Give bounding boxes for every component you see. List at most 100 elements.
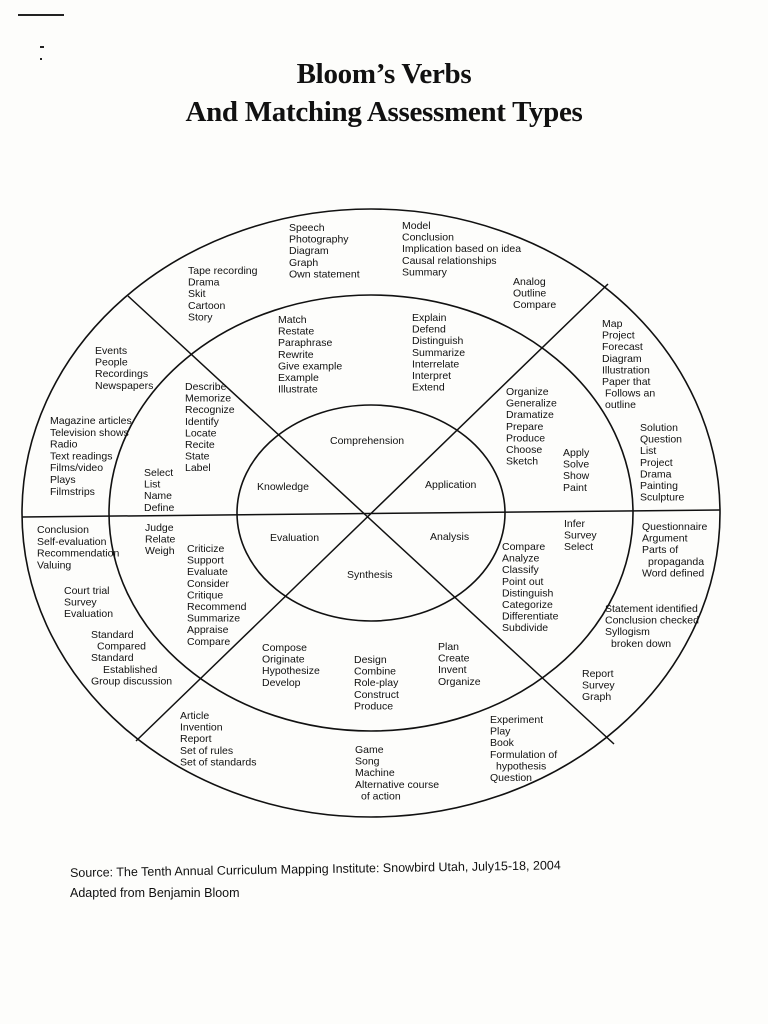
assess-left-e-item: Group discussion bbox=[91, 675, 172, 687]
assess-right-b-item: Question bbox=[640, 434, 682, 446]
assess-left-e-item: Standard bbox=[91, 629, 134, 641]
analysis-verbs-b-item: Distinguish bbox=[502, 587, 554, 599]
assess-left-a-item: Recordings bbox=[95, 368, 148, 380]
comprehension-verbs-a-item: Example bbox=[278, 372, 319, 384]
knowledge-verbs-a-item: Locate bbox=[185, 427, 217, 439]
comprehension-verbs-b-item: Interrelate bbox=[412, 358, 459, 370]
diagonal-divider-b bbox=[135, 283, 609, 742]
evaluation-verbs-a-item: Relate bbox=[145, 534, 176, 546]
application-verbs-b-item: Show bbox=[563, 470, 590, 482]
assess-top-a-item: Own statement bbox=[289, 268, 360, 280]
assess-bottom-c-item: hypothesis bbox=[496, 760, 546, 772]
analysis-verbs-a-item: Select bbox=[564, 541, 593, 553]
assess-right-e-item: Report bbox=[582, 668, 614, 680]
assess-bottom-b-item: Game bbox=[355, 744, 384, 756]
knowledge-verbs-a-item: Identify bbox=[185, 416, 220, 428]
assess-right-a-item: Diagram bbox=[602, 353, 642, 365]
synthesis-verbs-c-item: Create bbox=[438, 653, 470, 665]
assess-top-a-item: Graph bbox=[289, 257, 318, 269]
assess-right-a-item: outline bbox=[605, 399, 636, 411]
assess-left-d-item: Evaluation bbox=[64, 608, 113, 620]
analysis-verbs-b-item: Compare bbox=[502, 541, 545, 553]
knowledge-verbs-a-item: Recite bbox=[185, 439, 215, 451]
assess-bottom-c-item: Experiment bbox=[490, 714, 543, 726]
assess-top-d-item: Story bbox=[188, 311, 213, 323]
assess-top-d-item: Drama bbox=[188, 277, 220, 289]
assess-top-c-item: Analog bbox=[513, 276, 546, 288]
assess-right-a-item: Map bbox=[602, 318, 623, 330]
knowledge-verbs-a-item: Memorize bbox=[185, 393, 231, 405]
assess-right-b-item: Solution bbox=[640, 422, 678, 434]
assess-right-a-item: Illustration bbox=[602, 364, 650, 376]
evaluation-verbs-b-item: Recommend bbox=[187, 601, 247, 613]
evaluation-verbs-b-item: Compare bbox=[187, 636, 230, 648]
knowledge-verbs-a-item: Describe bbox=[185, 381, 227, 393]
synthesis-verbs-b-item: Design bbox=[354, 654, 387, 666]
assess-left-c-item: Self-evaluation bbox=[37, 536, 107, 548]
assess-bottom-c-item: Play bbox=[490, 726, 511, 738]
analysis-verbs-b-item: Point out bbox=[502, 576, 544, 588]
analysis-verbs-b-item: Classify bbox=[502, 564, 540, 576]
knowledge-verbs-a-item: Label bbox=[185, 462, 211, 474]
assess-top-c-item: Outline bbox=[513, 288, 546, 300]
middle-ring bbox=[108, 294, 634, 732]
synthesis-verbs-a-item: Hypothesize bbox=[262, 665, 320, 677]
assess-bottom-a-item: Invention bbox=[180, 722, 223, 734]
assess-top-b-item: Causal relationships bbox=[402, 255, 497, 267]
synthesis-verbs-c-item: Organize bbox=[438, 676, 481, 688]
knowledge-verbs-b-item: List bbox=[144, 479, 160, 491]
level-label-synthesis: Synthesis bbox=[347, 569, 393, 581]
application-verbs-a-item: Organize bbox=[506, 386, 549, 398]
assess-top-b-item: Summary bbox=[402, 266, 448, 278]
comprehension-verbs-a-item: Rewrite bbox=[278, 349, 314, 361]
analysis-verbs-b-item: Analyze bbox=[502, 553, 540, 565]
assess-right-d-item: Conclusion checked bbox=[605, 615, 699, 627]
assess-right-b-item: Drama bbox=[640, 468, 672, 480]
assess-left-d-item: Court trial bbox=[64, 585, 110, 597]
scan-mark bbox=[18, 14, 64, 16]
outer-ring bbox=[21, 208, 721, 818]
comprehension-verbs-a-item: Illustrate bbox=[278, 384, 318, 396]
comprehension-verbs-a-item: Restate bbox=[278, 326, 314, 338]
assess-bottom-a-item: Set of rules bbox=[180, 745, 233, 757]
synthesis-verbs-b-item: Produce bbox=[354, 700, 393, 712]
diagonal-divider-a bbox=[127, 295, 615, 745]
assess-right-a-item: Project bbox=[602, 330, 635, 342]
synthesis-verbs-c-item: Invent bbox=[438, 664, 467, 676]
assess-left-e-item: Established bbox=[103, 664, 157, 676]
assess-left-b-item: Filmstrips bbox=[50, 486, 95, 498]
comprehension-verbs-b-item: Distinguish bbox=[412, 335, 464, 347]
evaluation-verbs-b-item: Consider bbox=[187, 578, 230, 590]
assess-top-a-item: Diagram bbox=[289, 245, 329, 257]
title-line-1: Bloom’s Verbs bbox=[296, 58, 472, 90]
assess-top-d-item: Tape recording bbox=[188, 265, 258, 277]
assess-bottom-c-item: Question bbox=[490, 772, 532, 784]
source-adaptation: Adapted from Benjamin Bloom bbox=[70, 886, 240, 900]
assess-right-b-item: Sculpture bbox=[640, 492, 685, 504]
assess-left-b-item: Films/video bbox=[50, 462, 103, 474]
assess-top-a-item: Photography bbox=[289, 234, 349, 246]
level-label-comprehension: Comprehension bbox=[330, 435, 404, 447]
knowledge-verbs-a-item: Recognize bbox=[185, 404, 235, 416]
assess-right-a-item: Follows an bbox=[605, 388, 655, 400]
analysis-verbs-b-item: Subdivide bbox=[502, 622, 548, 634]
synthesis-verbs-a-item: Originate bbox=[262, 654, 305, 666]
comprehension-verbs-a-item: Give example bbox=[278, 360, 342, 372]
evaluation-verbs-a-item: Judge bbox=[145, 522, 174, 534]
assess-top-d-item: Skit bbox=[188, 288, 206, 300]
assess-left-b-item: Text readings bbox=[50, 450, 112, 462]
assess-bottom-c-item: Book bbox=[490, 737, 515, 749]
evaluation-verbs-b-item: Evaluate bbox=[187, 566, 228, 578]
comprehension-verbs-b-item: Defend bbox=[412, 324, 446, 336]
knowledge-verbs-b-item: Select bbox=[144, 467, 173, 479]
analysis-verbs-b-item: Categorize bbox=[502, 599, 553, 611]
application-verbs-a-item: Prepare bbox=[506, 421, 544, 433]
scan-mark bbox=[40, 46, 44, 48]
assess-left-d-item: Survey bbox=[64, 597, 97, 609]
application-verbs-b-item: Solve bbox=[563, 459, 589, 471]
assess-bottom-b-item: Machine bbox=[355, 767, 395, 779]
synthesis-verbs-b-item: Role-play bbox=[354, 677, 399, 689]
assess-right-d-item: Statement identified bbox=[605, 603, 698, 615]
assess-top-c-item: Compare bbox=[513, 299, 556, 311]
